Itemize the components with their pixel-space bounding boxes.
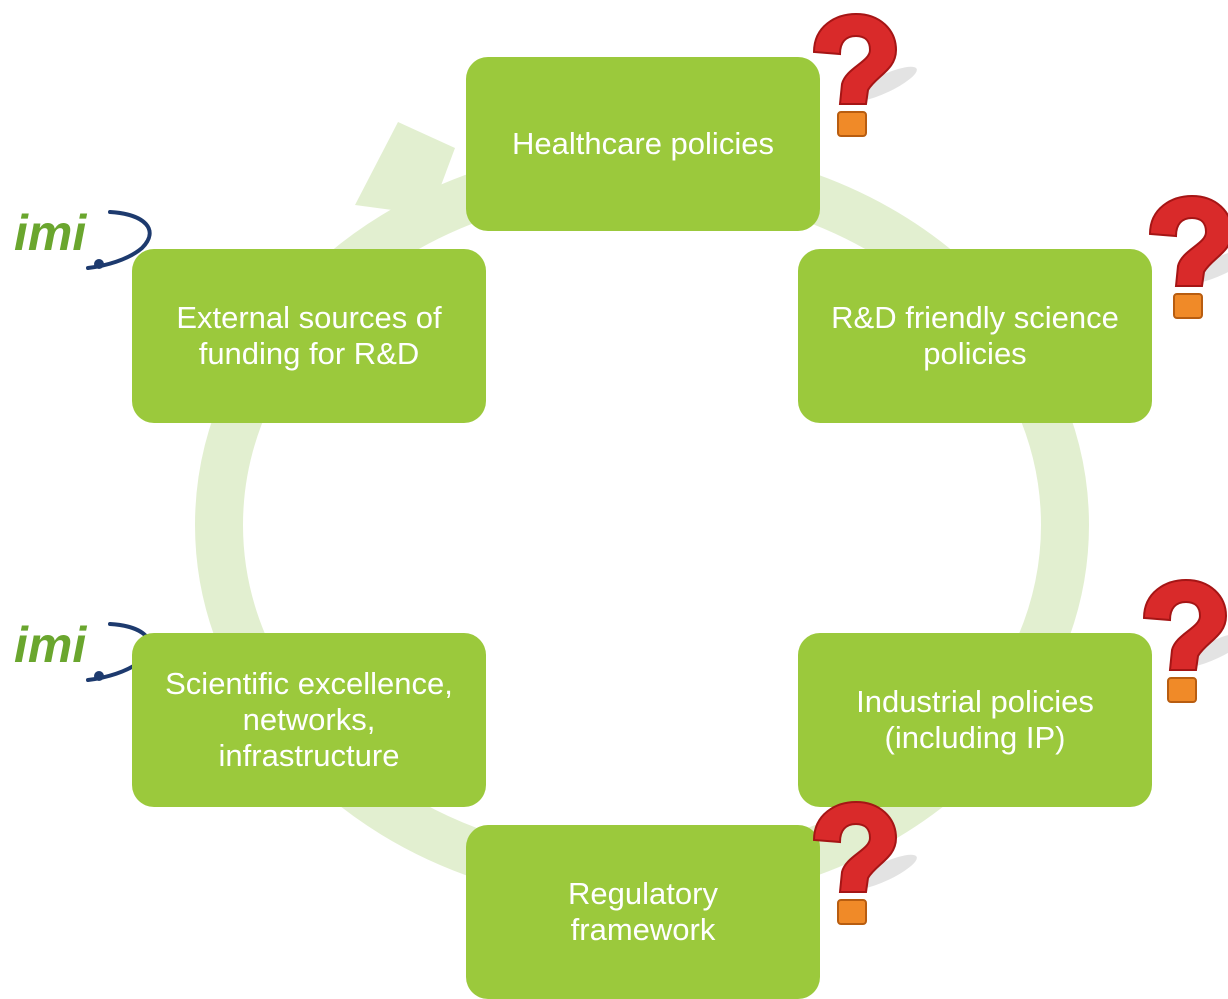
question-mark-icon: [812, 800, 917, 925]
node-external-funding: External sources of funding for R&D: [132, 249, 486, 423]
question-mark-icon: [1148, 194, 1228, 319]
node-industrial-policies: Industrial policies (including IP): [798, 633, 1152, 807]
node-scientific-excellence: Scientific excellence, networks, infrast…: [132, 633, 486, 807]
node-healthcare-policies: Healthcare policies: [466, 57, 820, 231]
svg-text:imi: imi: [14, 617, 87, 673]
node-regulatory-framework: Regulatory framework: [466, 825, 820, 999]
imi-logo: imi: [14, 205, 152, 270]
imi-logo: imi: [14, 617, 152, 682]
question-mark-icon: [812, 12, 917, 137]
cycle-arrowhead: [355, 122, 455, 215]
node-rnd-science-policies: R&D friendly science policies: [798, 249, 1152, 423]
svg-text:imi: imi: [14, 205, 87, 261]
question-mark-icon: [1142, 578, 1228, 703]
